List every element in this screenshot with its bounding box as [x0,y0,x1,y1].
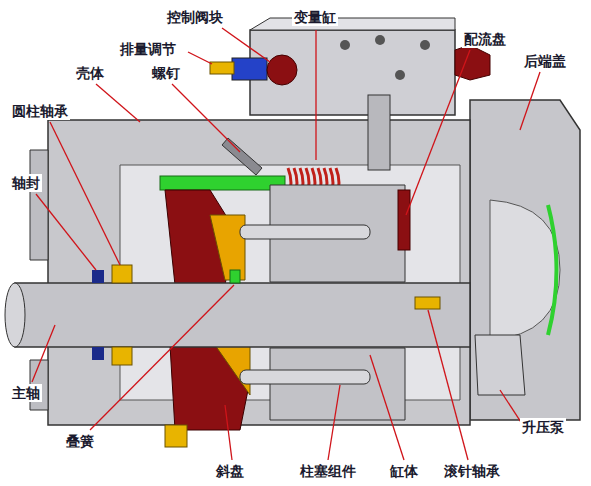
part-label: 圆柱轴承 [10,102,70,120]
housing [48,120,470,425]
part-label: 升压泵 [520,418,566,436]
servo-rod [160,176,285,190]
adjust-fitting [210,62,234,74]
control-knob [267,55,297,85]
valve-block-top [250,18,455,30]
port-plate [398,190,410,250]
part-label: 配流盘 [462,30,508,48]
part-label: 滚针轴承 [442,462,502,480]
part-label: 控制阀块 [165,8,225,26]
valve-block [250,30,455,115]
needle-bearing [415,297,440,309]
cylinder-bearing [112,265,132,283]
part-label: 螺钉 [150,64,182,82]
part-label: 柱塞组件 [298,462,358,480]
shaft-seal [92,270,104,283]
leader-lines [32,28,540,460]
screw [222,138,262,175]
part-label: 变量缸 [292,8,338,26]
piston [240,225,370,239]
part-label: 缸体 [388,462,420,480]
seal-ring [548,205,557,335]
control-valve [232,58,267,80]
rear-cover [470,100,580,420]
part-label: 叠簧 [64,432,96,450]
part-label: 轴封 [10,174,42,192]
boost-pump [475,335,525,395]
disc-spring [230,270,240,283]
part-label: 壳体 [74,64,106,82]
part-label: 后端盖 [522,52,568,70]
part-label: 斜盘 [214,462,246,480]
part-label: 排量调节 [118,40,178,58]
rear-cavity [490,200,560,340]
main-shaft [15,283,470,347]
part-label: 主轴 [10,384,42,402]
